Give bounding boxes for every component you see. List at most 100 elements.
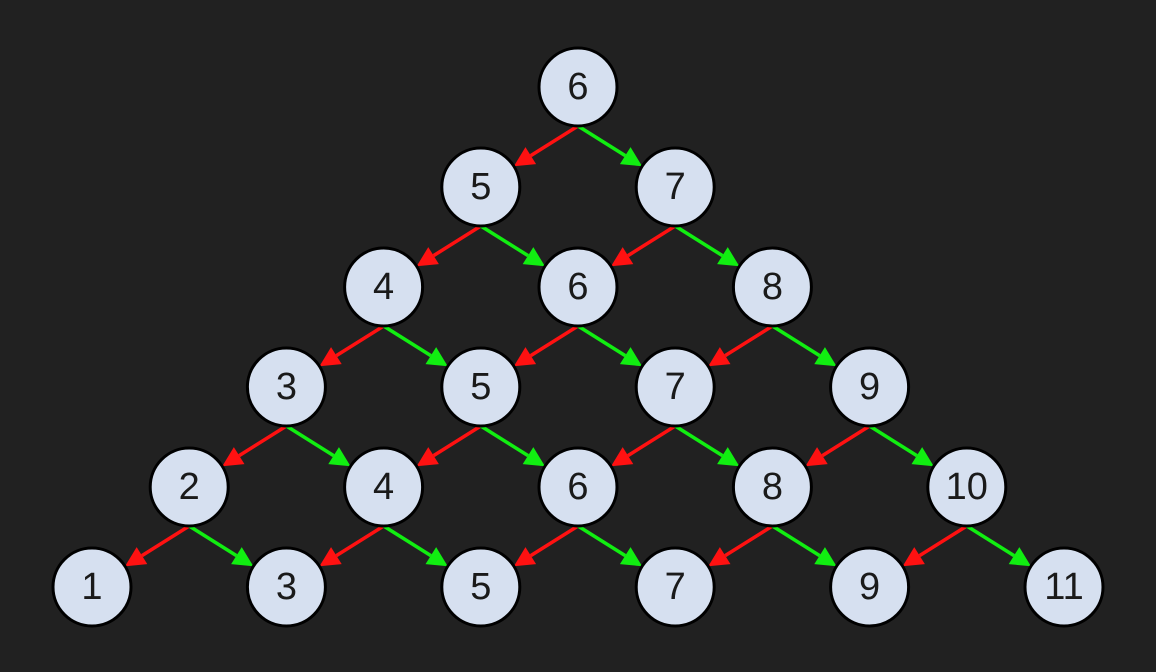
- arrowhead-icon: [619, 547, 643, 567]
- edge-line: [432, 424, 482, 458]
- arrowhead-icon: [319, 347, 342, 367]
- node-circle: [731, 446, 813, 528]
- edge-line: [674, 224, 724, 258]
- edge-line: [674, 424, 724, 458]
- arrowhead-icon: [125, 547, 148, 567]
- edge-3-0-increment: [285, 424, 351, 467]
- node-circle: [245, 346, 327, 428]
- node-circle: [1023, 546, 1105, 628]
- arrowhead-icon: [522, 447, 545, 467]
- arrowhead-icon: [814, 347, 837, 367]
- edge-line: [771, 524, 821, 558]
- arrowhead-icon: [805, 447, 828, 467]
- edge-line: [965, 524, 1015, 558]
- edge-2-0-decrement: [319, 324, 385, 367]
- node-circle: [829, 346, 911, 428]
- node-label: 5: [470, 166, 491, 208]
- edge-0-0-increment: [577, 124, 643, 167]
- edge-2-2-decrement: [708, 324, 774, 367]
- edge-1-1-increment: [674, 224, 740, 267]
- node-4-3: 8: [731, 446, 813, 528]
- arrowhead-icon: [902, 547, 925, 567]
- node-2-2: 8: [731, 246, 813, 328]
- node-circle: [731, 246, 813, 328]
- arrowhead-icon: [522, 247, 545, 267]
- edge-3-3-increment: [868, 424, 934, 467]
- edge-3-0-decrement: [222, 424, 288, 467]
- node-circle: [440, 546, 522, 628]
- node-3-3: 9: [829, 346, 911, 428]
- node-3-1: 5: [440, 346, 522, 428]
- node-label: 9: [859, 566, 880, 608]
- edge-line: [918, 524, 968, 558]
- node-5-0: 1: [51, 546, 133, 628]
- arrowhead-icon: [425, 547, 448, 567]
- edge-line: [188, 524, 238, 558]
- node-label: 6: [567, 266, 588, 308]
- edge-4-3-decrement: [708, 524, 774, 567]
- node-4-4: 10: [926, 446, 1008, 528]
- arrowhead-icon: [619, 147, 643, 167]
- node-4-1: 4: [343, 446, 425, 528]
- edge-4-2-decrement: [513, 524, 579, 567]
- edge-line: [577, 324, 627, 358]
- edge-line: [432, 224, 482, 258]
- node-circle: [634, 346, 716, 428]
- edge-line: [382, 324, 432, 358]
- node-circle: [148, 446, 230, 528]
- edge-line: [577, 124, 627, 158]
- arrowhead-icon: [1008, 547, 1031, 567]
- arrowhead-icon: [619, 347, 643, 367]
- edge-line: [479, 224, 529, 258]
- node-2-0: 4: [343, 246, 425, 328]
- arrowhead-icon: [328, 447, 351, 467]
- arrowhead-icon: [416, 247, 439, 267]
- edge-line: [529, 124, 579, 158]
- node-circle: [926, 446, 1008, 528]
- node-label: 5: [470, 566, 491, 608]
- arrowhead-icon: [708, 547, 731, 567]
- node-5-3: 7: [634, 546, 716, 628]
- arrowhead-icon: [717, 447, 740, 467]
- node-5-4: 9: [829, 546, 911, 628]
- node-circle: [829, 546, 911, 628]
- node-label: 6: [567, 466, 588, 508]
- node-circle: [634, 146, 716, 228]
- node-circle: [343, 446, 425, 528]
- edge-line: [771, 324, 821, 358]
- edge-line: [479, 424, 529, 458]
- arrowhead-icon: [513, 347, 537, 367]
- node-label: 3: [276, 566, 297, 608]
- node-1-1: 7: [634, 146, 716, 228]
- edge-line: [285, 424, 335, 458]
- edge-0-0-decrement: [513, 124, 579, 167]
- arrowhead-icon: [222, 447, 245, 467]
- node-label: 3: [276, 366, 297, 408]
- edge-2-0-increment: [382, 324, 448, 367]
- edge-1-0-decrement: [416, 224, 482, 267]
- edge-2-1-increment: [577, 324, 643, 367]
- node-label: 8: [762, 466, 783, 508]
- arrowhead-icon: [814, 547, 837, 567]
- node-label: 2: [179, 466, 200, 508]
- node-circle: [440, 346, 522, 428]
- edge-1-0-increment: [479, 224, 545, 267]
- node-1-0: 5: [440, 146, 522, 228]
- node-4-2: 6: [537, 446, 619, 528]
- node-5-2: 5: [440, 546, 522, 628]
- edge-line: [724, 524, 774, 558]
- arrowhead-icon: [425, 347, 448, 367]
- node-circle: [634, 546, 716, 628]
- arrowhead-icon: [611, 247, 634, 267]
- node-circle: [245, 546, 327, 628]
- edge-3-3-decrement: [805, 424, 871, 467]
- arrowhead-icon: [319, 547, 342, 567]
- edge-line: [335, 324, 385, 358]
- edge-line: [529, 524, 579, 558]
- edge-line: [627, 224, 677, 258]
- edge-1-1-decrement: [611, 224, 677, 267]
- node-label: 10: [946, 466, 988, 508]
- node-4-0: 2: [148, 446, 230, 528]
